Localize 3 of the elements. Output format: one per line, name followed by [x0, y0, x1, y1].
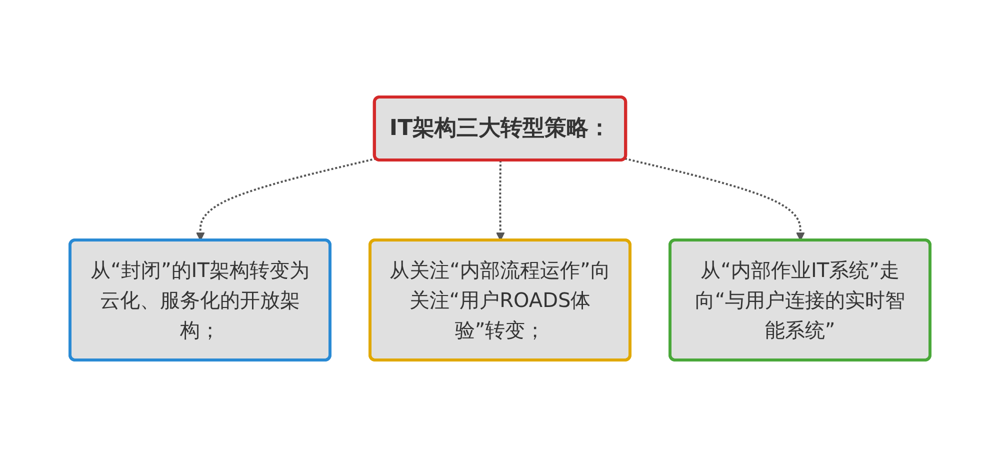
arrow [196, 158, 376, 241]
arrow [624, 158, 805, 241]
arrow [496, 160, 505, 241]
